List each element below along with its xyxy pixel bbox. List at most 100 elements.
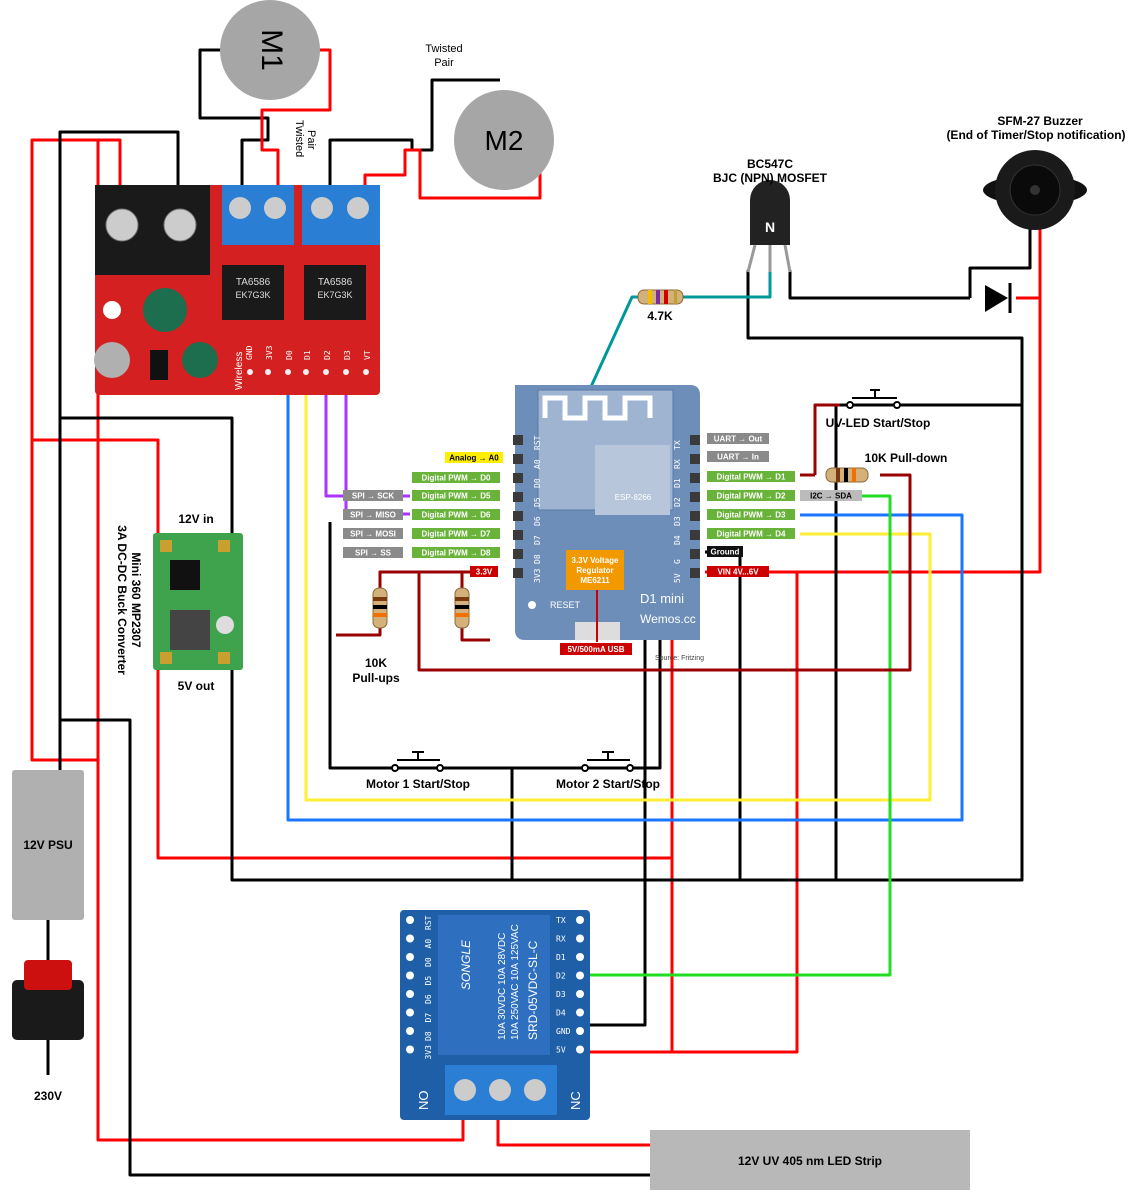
relay-pin-pad — [576, 990, 584, 998]
svg-text:Ground: Ground — [711, 548, 740, 557]
relay-pin-pad — [406, 1027, 414, 1035]
wemos-left-pin-label: D8 — [533, 554, 542, 564]
mains-label: 230V — [34, 1089, 62, 1103]
relay-right-pin-label: D2 — [556, 972, 566, 981]
buck-in-label: 12V in — [178, 512, 213, 526]
led-strip: 12V UV 405 nm LED Strip — [650, 1130, 970, 1190]
wemos-pin-pad — [690, 530, 700, 540]
psu-label: 12V PSU — [23, 838, 72, 852]
tag-analog-a0: Analog → A0 — [445, 452, 503, 463]
relay-left-pin-label: 3V3 — [424, 1045, 433, 1060]
relay-right-pin-label: D3 — [556, 990, 566, 999]
driver-wireless: Wireless — [234, 352, 245, 390]
wemos-right-pin-label: D3 — [673, 516, 682, 526]
tag-spi: SPI → MOSI — [343, 528, 403, 539]
tag-digital-right: Digital PWM → D4 — [707, 528, 795, 539]
wemos-pin-pad — [513, 454, 523, 464]
uv-led-switch — [846, 389, 901, 409]
wire-red-psu-loop — [96, 790, 465, 1142]
pull-ups-label-1: 10K — [365, 656, 387, 670]
wire-red-buzzer — [797, 225, 1042, 574]
wemos-left-pin-label: RST — [533, 435, 542, 450]
motor2-switch-label: Motor 2 Start/Stop — [556, 777, 660, 791]
wemos-brand: D1 mini — [640, 591, 684, 606]
relay-pin-pad — [576, 1027, 584, 1035]
wemos-right-pin-label: D1 — [673, 478, 682, 488]
wire-black-driver-gnd — [58, 130, 180, 760]
resistor-pull-up-2 — [454, 587, 470, 629]
relay-right-pin-label: GND — [556, 1027, 571, 1036]
wire-red-buck-out-bus — [156, 572, 674, 860]
driver-pin-gnd: GND — [245, 345, 254, 360]
driver-chip1: TA6586 — [236, 277, 271, 288]
wemos-left-pin-label: 3V3 — [533, 568, 542, 583]
resistor-pull-down — [825, 467, 869, 483]
wemos-left-pin-label: D7 — [533, 535, 542, 545]
wemos-pin-pad — [513, 511, 523, 521]
wemos-pin-pad — [690, 454, 700, 464]
motor-m1: M1 — [220, 0, 320, 100]
wire-darkred-uv-sw — [813, 403, 840, 475]
wires — [30, 48, 1042, 1177]
svg-text:Digital PWM → D5: Digital PWM → D5 — [422, 492, 491, 501]
tag-3v3: 3.3V — [470, 566, 498, 577]
usb-tag-text: 5V/500mA USB — [567, 645, 624, 654]
svg-text:Digital PWM → D2: Digital PWM → D2 — [717, 492, 786, 501]
wire-red-strip — [496, 1110, 650, 1147]
wire-darkred-33v — [378, 570, 490, 590]
driver-chip1b: EK7G3K — [235, 290, 270, 300]
tag-spi: SPI → MISO — [343, 509, 403, 520]
tag-i2c-sda: I2C → SDA — [800, 490, 862, 501]
wire-black-motor-sw — [328, 522, 662, 770]
resistor-4k7 — [637, 289, 684, 305]
wemos-right-pin-label: D2 — [673, 497, 682, 507]
relay-pin-pad — [406, 1045, 414, 1054]
wemos-pin-pad — [513, 435, 523, 445]
wire-darkred-pullup1 — [336, 625, 382, 637]
wemos-pin-pad — [513, 473, 523, 483]
wemos-right-pin-label: RX — [673, 459, 682, 469]
tag-digital-right: Digital PWM → D2 — [707, 490, 795, 501]
tag-uart-out: UART → Out — [707, 433, 769, 444]
motor-m1-label: M1 — [255, 29, 288, 71]
resistor-pull-up-1 — [372, 587, 388, 629]
relay-pin-pad — [406, 953, 414, 961]
wemos-left-pin-label: D0 — [533, 478, 542, 488]
relay-right-pin-label: D4 — [556, 1009, 566, 1018]
wemos-pin-pad — [690, 511, 700, 521]
transistor-bc547c: N — [746, 180, 792, 273]
relay-no: NO — [416, 1091, 431, 1111]
svg-text:3.3V: 3.3V — [476, 568, 493, 577]
wire-black-buzzer-gnd — [968, 225, 1032, 298]
tag-uart-in: UART → In — [707, 451, 769, 462]
tag-ground: Ground — [707, 546, 743, 557]
tag-digital-left: Digital PWM → D8 — [412, 547, 500, 558]
relay-pin-pad — [406, 916, 414, 924]
motor2-switch — [581, 751, 634, 772]
svg-text:Digital PWM → D8: Digital PWM → D8 — [422, 549, 491, 558]
transistor-desc: BJC (NPN) MOSFET — [713, 171, 828, 185]
wire-m1-red — [260, 48, 332, 200]
wire-black-buck-gnd — [60, 270, 1024, 882]
driver-chip2b: EK7G3K — [317, 290, 352, 300]
wire-red-psu-driver — [30, 138, 100, 790]
svg-text:UART → In: UART → In — [717, 453, 759, 462]
transistor-name: BC547C — [747, 157, 793, 171]
relay-model: SRD-05VDC-SL-C — [526, 940, 540, 1040]
twisted-pair-side-label: TwistedPair — [293, 120, 317, 157]
tag-digital-left: Digital PWM → D7 — [412, 528, 500, 539]
pull-down-label: 10K Pull-down — [865, 451, 948, 465]
wire-black-board-gnd — [585, 478, 647, 1027]
driver-pin-d1: D1 — [303, 350, 312, 360]
wemos-left-pin-label: D5 — [533, 497, 542, 507]
source-label: Source: Fritzing — [655, 655, 704, 662]
driver-pin-d2: D2 — [323, 350, 332, 360]
svg-text:Digital PWM → D6: Digital PWM → D6 — [422, 511, 491, 520]
wire-darkred-pullup2b — [460, 625, 490, 642]
wire-black-transistor-e — [788, 270, 970, 300]
wire-blue-d0 — [286, 370, 964, 822]
driver-chip2: TA6586 — [318, 277, 353, 288]
driver-pin-d0: D0 — [285, 350, 294, 360]
wemos-right-pin-label: TX — [673, 440, 682, 450]
